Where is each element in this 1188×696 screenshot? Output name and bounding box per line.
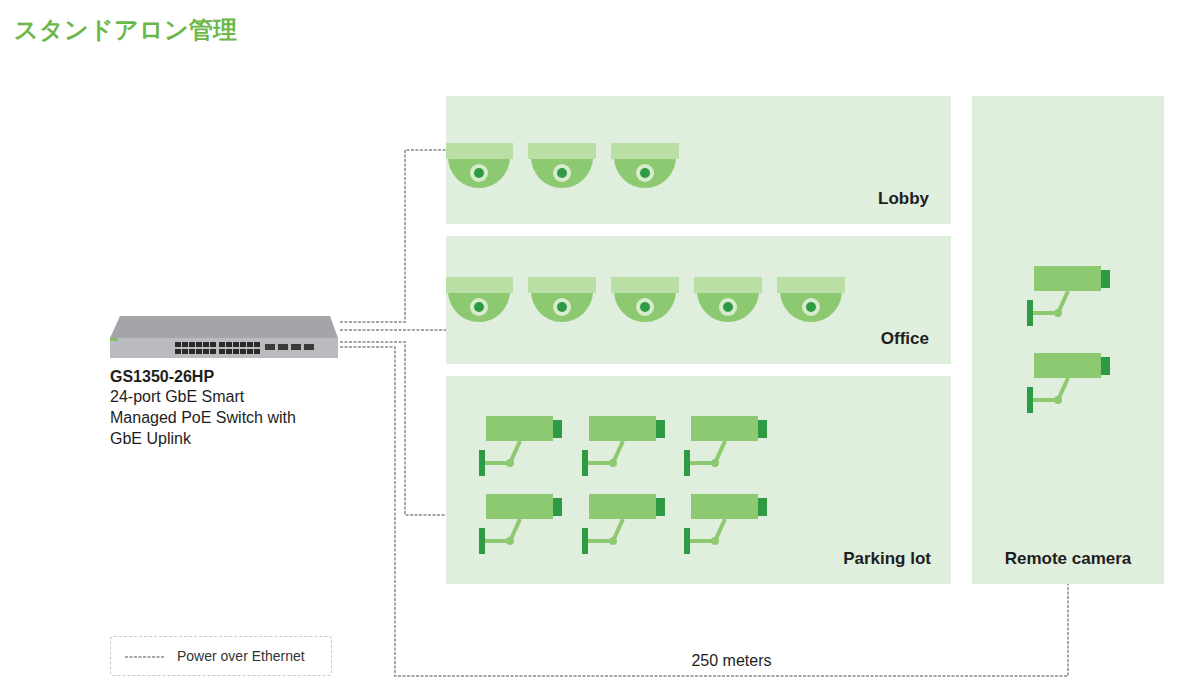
camera-illustration — [446, 236, 951, 364]
zone-label: Lobby — [878, 189, 929, 209]
camera-zone: Office — [446, 236, 951, 364]
bullet-camera — [582, 416, 665, 476]
camera-illustration — [446, 96, 951, 224]
bullet-camera — [582, 494, 665, 554]
zone-label: Parking lot — [843, 549, 931, 569]
camera-zone: Remote camera — [972, 96, 1164, 584]
poe-cable — [340, 150, 446, 322]
dome-camera — [694, 277, 762, 322]
dome-camera — [446, 143, 513, 188]
legend-text: Power over Ethernet — [177, 648, 305, 664]
legend-line-sample — [125, 651, 169, 663]
model-description: 24-port GbE Smart Managed PoE Switch wit… — [108, 386, 310, 449]
poe-switch: GS1350-26HP24-port GbE Smart Managed PoE… — [108, 314, 340, 449]
edge-label: 250 meters — [687, 652, 775, 670]
dome-camera — [528, 143, 596, 188]
bullet-camera — [479, 494, 562, 554]
switch-illustration — [108, 314, 340, 360]
dome-camera — [777, 277, 845, 322]
dome-camera — [528, 277, 596, 322]
zone-label: Remote camera — [1005, 549, 1132, 569]
camera-zone: Lobby — [446, 96, 951, 224]
dome-camera — [611, 143, 679, 188]
poe-cable — [340, 342, 446, 515]
zone-label: Office — [881, 329, 929, 349]
bullet-camera — [684, 494, 767, 554]
poe-cable — [340, 329, 446, 331]
model-name: GS1350-26HP — [108, 368, 340, 386]
poe-cable — [340, 347, 1068, 676]
page-title: スタンドアロン管理 — [14, 14, 237, 46]
legend-box: Power over Ethernet — [110, 636, 332, 676]
bullet-camera — [1027, 353, 1110, 413]
camera-illustration — [972, 96, 1164, 584]
bullet-camera — [684, 416, 767, 476]
camera-zone: Parking lot — [446, 376, 951, 584]
dome-camera — [611, 277, 679, 322]
dome-camera — [446, 277, 513, 322]
bullet-camera — [1027, 266, 1110, 326]
bullet-camera — [479, 416, 562, 476]
